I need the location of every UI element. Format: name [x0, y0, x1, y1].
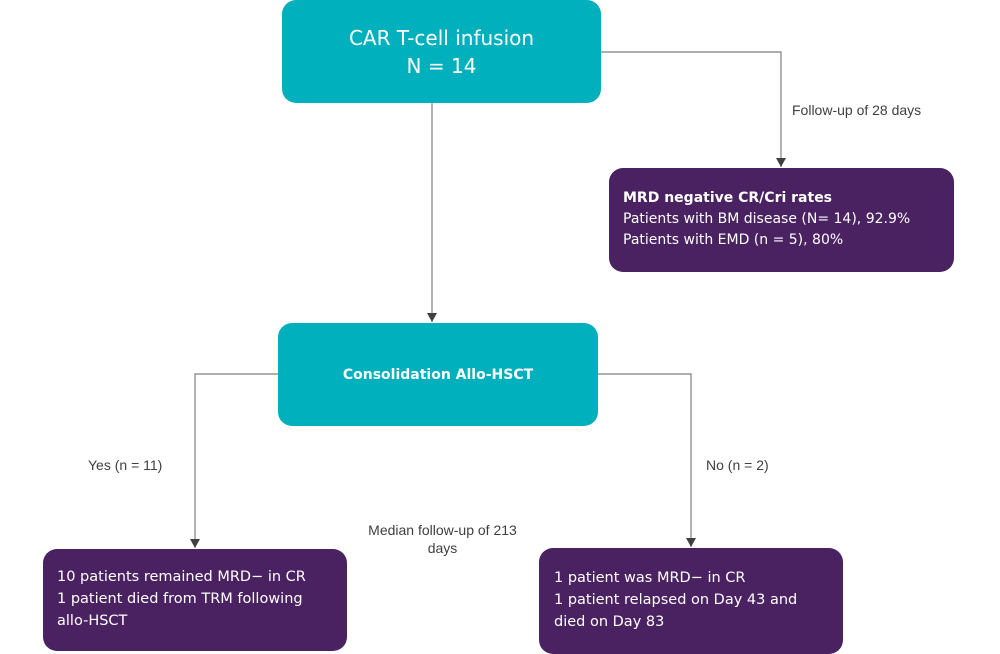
- node-line: died on Day 83: [554, 614, 665, 630]
- node-line: 1 patient was MRD− in CR: [554, 570, 746, 586]
- arrowhead-icon: [190, 539, 200, 548]
- node-line: Patients with BM disease (N= 14), 92.9%: [623, 211, 911, 227]
- node-yes-outcome: 10 patients remained MRD− in CR 1 patien…: [43, 549, 347, 651]
- connector-consolidation-to-no: [598, 373, 692, 547]
- node-line: 1 patient relapsed on Day 43 and: [554, 592, 798, 608]
- label-line: days: [427, 540, 458, 556]
- node-line: allo-HSCT: [57, 613, 128, 629]
- node-count: N = 14: [406, 53, 477, 78]
- node-line: 10 patients remained MRD− in CR: [57, 569, 306, 585]
- connector-infusion-to-mrd: [601, 51, 782, 167]
- edge-label-followup-28-days: Follow-up of 28 days: [792, 102, 922, 118]
- node-title: CAR T-cell infusion: [348, 25, 535, 50]
- node-car-t-infusion: CAR T-cell infusion N = 14: [282, 0, 601, 103]
- label-line: Median follow-up of 213: [368, 522, 517, 538]
- arrowhead-icon: [427, 313, 437, 322]
- node-title: Consolidation Allo-HSCT: [342, 366, 534, 383]
- connector-consolidation-to-yes: [194, 373, 278, 548]
- node-title: MRD negative CR/Cri rates: [623, 190, 833, 206]
- node-mrd-negative-rates: MRD negative CR/Cri rates Patients with …: [609, 168, 954, 272]
- node-no-outcome: 1 patient was MRD− in CR 1 patient relap…: [539, 548, 843, 654]
- edge-label-yes: Yes (n = 11): [88, 457, 163, 473]
- edge-label-median-followup: Median follow-up of 213 days: [345, 521, 540, 557]
- node-line: 1 patient died from TRM following: [57, 591, 303, 607]
- edge-label-no: No (n = 2): [706, 457, 769, 473]
- arrowhead-icon: [686, 538, 696, 547]
- arrowhead-icon: [776, 158, 786, 167]
- node-line: Patients with EMD (n = 5), 80%: [623, 232, 844, 248]
- node-consolidation-allo-hsct: Consolidation Allo-HSCT: [278, 323, 598, 426]
